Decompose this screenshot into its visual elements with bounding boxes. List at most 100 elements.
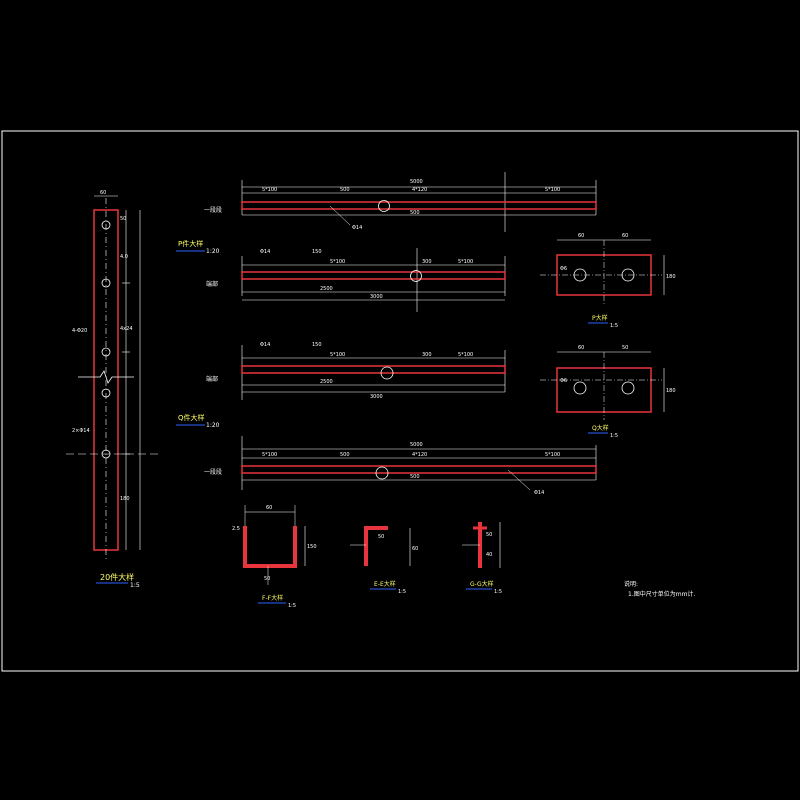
plate-p-hole [621,268,635,282]
section-ff-label-4: 50 [264,576,270,582]
beam-3-body [241,365,506,374]
beam-1-label: 一段段 [204,206,222,214]
beam-3-total: 3000 [370,394,383,400]
post-title: 20件大样 [100,572,134,582]
section-ee-label-2: 60 [412,546,418,552]
section-ff-shape [243,526,297,568]
group-title-q-text: Q件大样 [178,413,205,422]
post-hole [101,347,111,357]
beam-2-mark-5: 5*100 [458,259,473,265]
notes-line-1: 1.图中尺寸单位为mm计. [628,590,695,598]
plate-q-hole [573,381,587,395]
post-label-spacing: 4.0 [120,254,128,260]
beam-2-body [241,271,506,280]
beam-1: 一段段 5000 5*100 500 4*120 5*100 Φ14 500 [204,172,597,232]
plate-q-label-1: 60 [578,345,584,351]
beam-4-ref: Φ14 [534,490,544,496]
section-ff: 60 2.5 150 50 F-F大样 1:5 [232,505,317,609]
beam-3-mark-5: 5*100 [458,352,473,358]
beam-4-total: 5000 [410,442,423,448]
post-hole [101,388,111,398]
plate-p-hole [573,268,587,282]
beam-2: 端部 Φ14 150 5*100 300 5*100 2500 3000 [206,248,506,312]
beam-3-mark-3: 5*100 [330,352,345,358]
plate-q-label-2: 50 [622,345,628,351]
beam-4: 一段段 5000 5*100 500 4*120 5*100 Φ14 500 [204,436,597,496]
beam-2-mark-3: 5*100 [330,259,345,265]
section-gg-scale: 1:5 [494,589,502,595]
group-title-p: P件大样 1:20 [176,239,220,255]
drawing-frame [1,130,799,672]
beam-4-mark-2: 500 [340,452,350,458]
beam-3-mark-4: 300 [422,352,432,358]
post-label-width: 60 [100,190,106,196]
post-scale: 1:5 [130,582,140,589]
post-label-vertical: 4x24 [120,326,133,332]
section-ee-label-1: 50 [378,534,384,540]
beam-4-leader [507,469,531,491]
beam-4-mark-4: 5*100 [545,452,560,458]
beam-2-center-hole [410,270,422,282]
plate-p-label-1: 60 [578,233,584,239]
section-gg-label-1: 50 [486,532,492,538]
plate-p-label-2: 60 [622,233,628,239]
beam-1-ref: Φ14 [352,225,362,231]
group-title-q: Q件大样 1:20 [176,413,220,429]
plate-q-label-3: Φ6 [560,378,567,384]
beam-3-label: 端部 [206,375,218,383]
beam-3-center-hole [380,366,394,380]
plate-p-label-4: 180 [666,274,676,280]
beam-1-center-hole [378,200,390,212]
section-gg-label-2: 40 [486,552,492,558]
beam-1-bottom: 500 [410,210,420,216]
post-elevation: 60 50 4-Φ20 4.0 4x24 2×Φ14 180 20件大样 1:5 [66,190,160,589]
section-gg: 50 40 G-G大样 1:5 [462,522,502,595]
beam-2-total: 3000 [370,294,383,300]
plate-q-hole [621,381,635,395]
beam-4-mark-3: 4*120 [412,452,427,458]
group-title-p-text: P件大样 [178,239,203,248]
beam-3-mark-1: Φ14 [260,342,270,348]
post-break-line [78,370,134,384]
beam-1-mark-3: 4*120 [412,187,427,193]
post-label-hole: 4-Φ20 [72,328,87,334]
beam-2-mark-4: 300 [422,259,432,265]
section-ee: 50 60 E-E大样 1:5 [350,526,418,595]
plate-p-title: P大样 [592,314,608,322]
section-ee-scale: 1:5 [398,589,406,595]
group-title-p-scale: 1:20 [206,248,220,255]
plate-q: 60 50 Φ6 180 Q大样 1:5 [540,345,676,439]
beam-4-bottom: 500 [410,474,420,480]
section-ee-title: E-E大样 [374,580,396,588]
beam-4-body [241,465,597,474]
beam-1-total: 5000 [410,179,423,185]
section-ee-shape [364,526,388,566]
beam-2-label: 端部 [206,280,218,288]
beam-2-bottom: 2500 [320,286,333,292]
section-ff-label-1: 60 [266,505,272,511]
beam-2-mark-2: 150 [312,249,322,255]
beam-1-body [241,201,597,210]
post-hole [101,278,111,288]
post-label-bolt: 2×Φ14 [72,428,90,434]
post-label-top: 50 [120,216,126,222]
beam-1-leader [329,205,351,226]
section-ff-label-3: 150 [307,544,317,550]
beam-3: 端部 Φ14 150 5*100 300 5*100 2500 3000 [206,342,506,400]
plate-p: 60 60 Φ6 180 P大样 1:5 [540,233,676,329]
plate-p-label-3: Φ6 [560,266,567,272]
section-ff-scale: 1:5 [288,603,296,609]
notes: 说明: 1.图中尺寸单位为mm计. [624,580,695,598]
plate-q-scale: 1:5 [610,433,618,439]
plate-q-label-4: 180 [666,388,676,394]
post-label-bottom: 180 [120,496,130,502]
section-ff-title: F-F大样 [262,594,283,602]
beam-4-mark-1: 5*100 [262,452,277,458]
beam-4-center-hole [375,466,389,480]
section-ff-label-2: 2.5 [232,526,240,532]
beam-2-mark-1: Φ14 [260,249,270,255]
beam-3-mark-2: 150 [312,342,322,348]
beam-1-mark-2: 500 [340,187,350,193]
plate-q-title: Q大样 [592,424,609,432]
